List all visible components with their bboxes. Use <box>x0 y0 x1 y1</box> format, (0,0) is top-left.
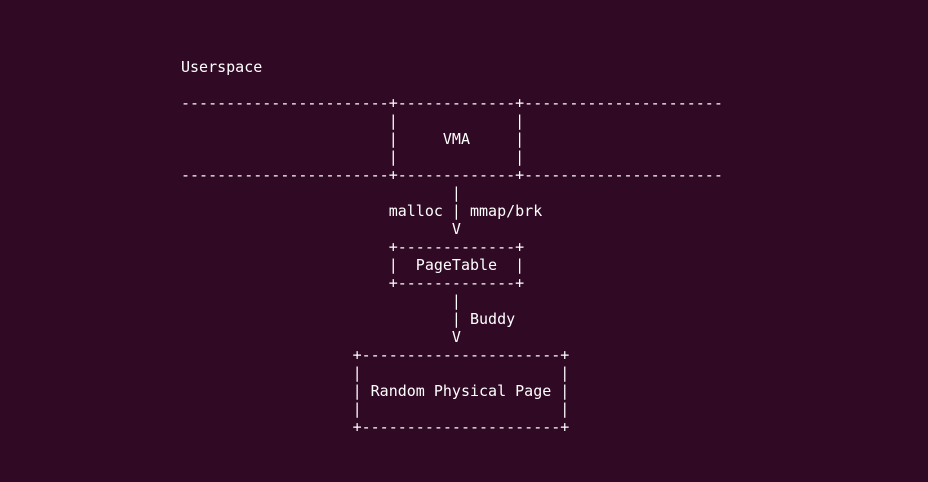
buddy-label: | Buddy <box>181 310 516 328</box>
pagetable-box-label: | PageTable | <box>181 256 525 274</box>
physical-page-box-label: | Random Physical Page | <box>181 382 570 400</box>
vma-box-top-border: -----------------------+-------------+--… <box>181 94 723 112</box>
userspace-label: Userspace <box>181 58 263 76</box>
vma-box-side: | | <box>181 112 525 130</box>
connector-line: | <box>181 292 461 310</box>
vma-box-bottom-border: -----------------------+-------------+--… <box>181 166 723 184</box>
physical-page-box-side: | | <box>181 400 570 418</box>
pagetable-box-top-border: +-------------+ <box>181 238 525 256</box>
arrow-down: V <box>181 220 461 238</box>
physical-page-box-side: | | <box>181 364 570 382</box>
vma-box-side: | | <box>181 148 525 166</box>
arrow-down: V <box>181 328 461 346</box>
vma-box-label: | VMA | <box>181 130 525 148</box>
connector-line: | <box>181 184 461 202</box>
ascii-memory-diagram: Userspace -----------------------+------… <box>181 58 723 436</box>
physical-page-box-bottom-border: +----------------------+ <box>181 418 570 436</box>
malloc-mmap-brk-label: malloc | mmap/brk <box>181 202 543 220</box>
physical-page-box-top-border: +----------------------+ <box>181 346 570 364</box>
blank-line <box>181 76 723 94</box>
pagetable-box-bottom-border: +-------------+ <box>181 274 525 292</box>
